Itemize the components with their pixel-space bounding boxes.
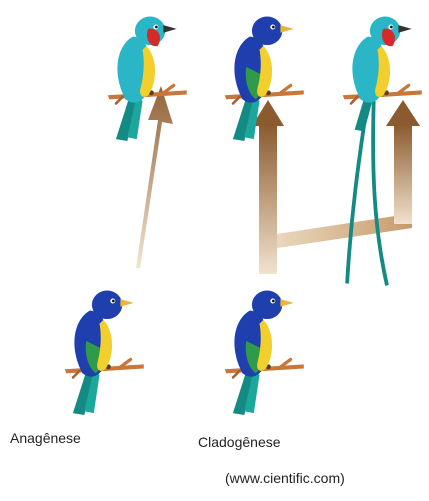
anagenesis-label: Anagênese — [10, 430, 81, 446]
cladogenesis-label: Cladogênese — [198, 434, 281, 450]
source-credit: (www.cientific.com) — [225, 470, 345, 486]
bird-ancestor-cladogenesis — [225, 291, 304, 415]
cladogenesis-main-arrow — [252, 100, 284, 274]
bird-descendant-anagenesis — [108, 17, 187, 141]
bird-ancestor-anagenesis — [65, 291, 144, 415]
cladogenesis-branch-arrow — [277, 100, 420, 248]
